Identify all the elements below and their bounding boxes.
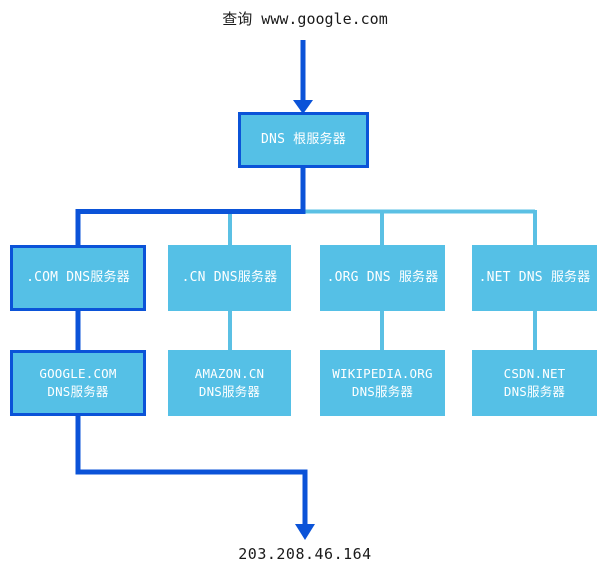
node-sld-wikipedia-role: DNS服务器: [351, 384, 414, 399]
node-tld-net-label: .NET DNS 服务器: [478, 269, 591, 285]
node-sld-google-domain: GOOGLE.COM: [39, 365, 117, 381]
path-google-to-result: [75, 416, 308, 528]
node-sld-csdn-role: DNS服务器: [503, 384, 566, 399]
result-ip-label: 203.208.46.164: [238, 545, 372, 563]
node-sld-amazon-domain: AMAZON.CN: [194, 365, 265, 381]
path-root-to-com: [75, 168, 306, 245]
node-tld-cn-label: .CN DNS服务器: [181, 269, 278, 285]
arrow-query-to-root-head: [293, 100, 313, 114]
node-tld-org-label: .ORG DNS 服务器: [326, 269, 439, 285]
node-dns-root-server[interactable]: DNS 根服务器: [238, 112, 369, 168]
node-sld-csdn-domain: CSDN.NET: [503, 365, 566, 381]
node-sld-google-com[interactable]: GOOGLE.COM DNS服务器: [10, 350, 146, 416]
node-tld-com-label: .COM DNS服务器: [26, 269, 130, 285]
node-tld-net[interactable]: .NET DNS 服务器: [472, 245, 597, 311]
arrow-result-head: [295, 524, 315, 540]
node-sld-csdn-net[interactable]: CSDN.NET DNS服务器: [472, 350, 597, 416]
query-label: 查询 www.google.com: [222, 10, 388, 28]
node-sld-google-role: DNS服务器: [47, 384, 109, 399]
node-tld-com[interactable]: .COM DNS服务器: [10, 245, 146, 311]
node-tld-org[interactable]: .ORG DNS 服务器: [320, 245, 445, 311]
node-sld-amazon-role: DNS服务器: [198, 384, 261, 399]
node-sld-amazon-cn[interactable]: AMAZON.CN DNS服务器: [168, 350, 291, 416]
node-tld-cn[interactable]: .CN DNS服务器: [168, 245, 291, 311]
node-sld-wikipedia-org[interactable]: WIKIPEDIA.ORG DNS服务器: [320, 350, 445, 416]
node-sld-wikipedia-domain: WIKIPEDIA.ORG: [332, 365, 433, 381]
node-root-label: DNS 根服务器: [261, 131, 346, 147]
